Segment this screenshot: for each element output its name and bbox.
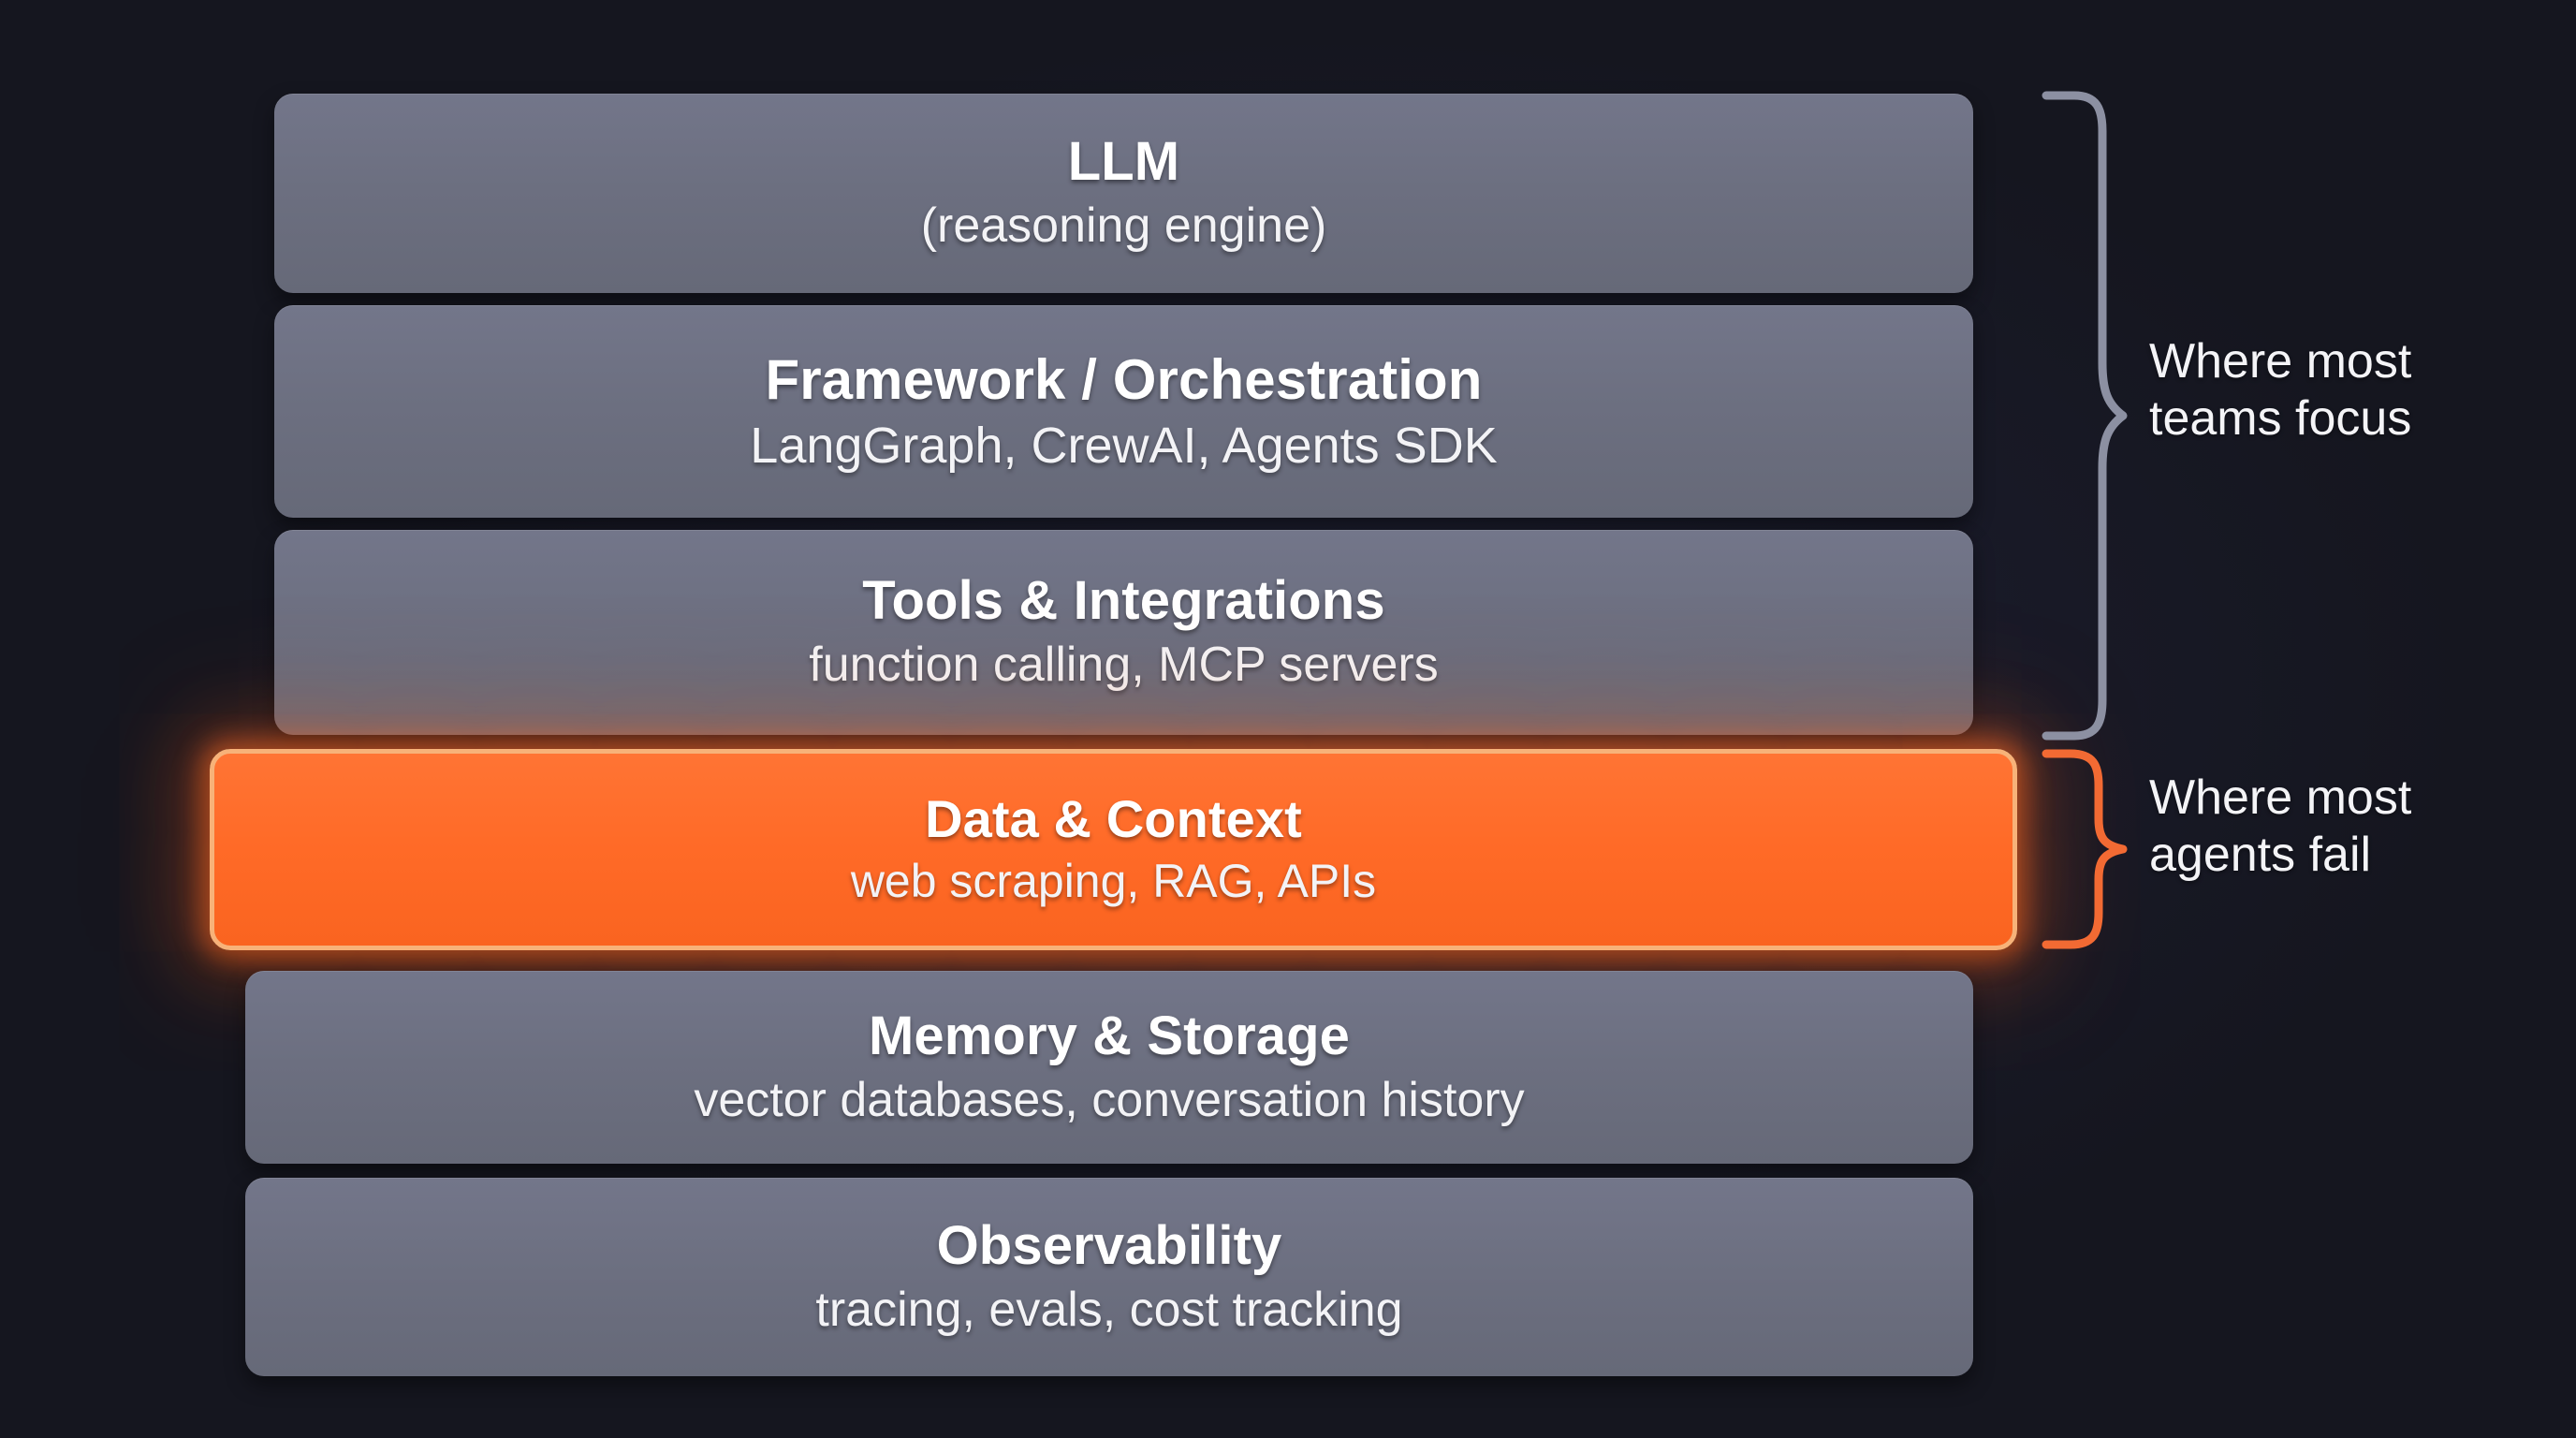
layer-subtitle: function calling, MCP servers bbox=[809, 638, 1439, 693]
layer-title: Data & Context bbox=[925, 789, 1302, 849]
layer-title: Observability bbox=[936, 1214, 1282, 1276]
layer-title: Framework / Orchestration bbox=[765, 347, 1483, 411]
stack-layer-llm[interactable]: LLM (reasoning engine) bbox=[274, 94, 1973, 293]
layer-title: LLM bbox=[1067, 131, 1180, 193]
layer-subtitle: vector databases, conversation history bbox=[694, 1072, 1525, 1127]
annotation-teams-focus: Where most teams focus bbox=[2149, 334, 2412, 447]
layer-subtitle: LangGraph, CrewAI, Agents SDK bbox=[750, 418, 1498, 475]
layer-subtitle: web scraping, RAG, APIs bbox=[850, 855, 1377, 908]
stack-layer-data-context-highlighted[interactable]: Data & Context web scraping, RAG, APIs bbox=[210, 749, 2017, 950]
brace-agents-fail-icon bbox=[2042, 749, 2128, 949]
stack-layer-observability[interactable]: Observability tracing, evals, cost track… bbox=[245, 1178, 1973, 1376]
layer-subtitle: tracing, evals, cost tracking bbox=[815, 1282, 1403, 1337]
layer-title: Tools & Integrations bbox=[862, 570, 1385, 632]
stack-layer-framework-orchestration[interactable]: Framework / Orchestration LangGraph, Cre… bbox=[274, 305, 1973, 518]
layer-title: Memory & Storage bbox=[868, 1005, 1351, 1066]
annotation-agents-fail: Where most agents fail bbox=[2149, 770, 2412, 883]
layer-subtitle: (reasoning engine) bbox=[920, 198, 1327, 254]
stack-layer-memory-storage[interactable]: Memory & Storage vector databases, conve… bbox=[245, 971, 1973, 1164]
stack-layer-tools-integrations[interactable]: Tools & Integrations function calling, M… bbox=[274, 530, 1973, 735]
brace-teams-focus-icon bbox=[2042, 91, 2128, 741]
